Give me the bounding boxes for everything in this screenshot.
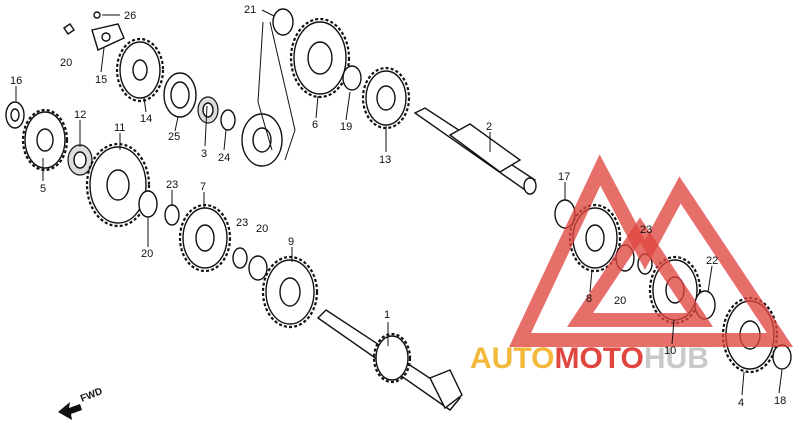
circlip-23-b xyxy=(232,247,248,269)
washer-19 xyxy=(342,65,362,91)
callout-20-top: 20 xyxy=(60,57,72,69)
callout-22: 22 xyxy=(706,255,718,267)
fixing-plate-15 xyxy=(91,23,125,51)
callout-6-top: 6 xyxy=(312,119,318,131)
gear-7 xyxy=(178,203,232,273)
callout-13: 13 xyxy=(379,154,391,166)
watermark-logo: AUTOMOTOHUB xyxy=(470,154,794,375)
washer-21 xyxy=(272,8,294,36)
sprocket-14 xyxy=(115,37,165,103)
watermark-auto: AUTO xyxy=(470,342,554,375)
callout-5: 5 xyxy=(40,183,46,195)
fwd-indicator: FWD xyxy=(58,386,104,420)
gear-13 xyxy=(361,66,411,130)
callout-8: 8 xyxy=(586,293,592,305)
callout-12: 12 xyxy=(74,109,86,121)
bearing-3 xyxy=(197,96,219,124)
bolt-20-top xyxy=(63,23,75,35)
callout-9: 9 xyxy=(288,236,294,248)
gear-5-left xyxy=(21,108,69,172)
callout-20-mid: 20 xyxy=(141,248,153,260)
oil-seal-25 xyxy=(163,72,197,118)
bracket-group-21 xyxy=(257,21,296,161)
callout-26: 26 xyxy=(124,10,136,22)
callout-18: 18 xyxy=(774,395,786,407)
watermark-text: AUTOMOTOHUB xyxy=(470,342,709,375)
callout-23-b: 23 xyxy=(236,217,248,229)
washer-18 xyxy=(772,344,792,370)
callout-labels-extra: 20 23 20 20 23 xyxy=(60,57,652,307)
mainshaft-1 xyxy=(316,309,463,411)
callout-16: 16 xyxy=(10,75,22,87)
watermark-triangle-outer xyxy=(508,154,794,347)
callout-19: 19 xyxy=(340,121,352,133)
callout-3: 3 xyxy=(201,148,207,160)
washer-20-a xyxy=(138,190,158,218)
gear-8 xyxy=(568,203,622,273)
circlip-24 xyxy=(220,109,236,131)
gear-9 xyxy=(261,255,319,329)
callout-4: 4 xyxy=(738,397,744,409)
callout-17: 17 xyxy=(558,171,570,183)
watermark-triangle-inner xyxy=(566,217,714,327)
countershaft-2 xyxy=(413,107,537,195)
callout-20-right: 20 xyxy=(614,295,626,307)
callout-10: 10 xyxy=(664,345,676,357)
watermark-moto: MOTO xyxy=(554,342,643,375)
callout-labels: 1 2 3 4 5 6 7 8 9 10 11 12 13 14 15 16 1… xyxy=(10,4,786,409)
callout-25: 25 xyxy=(168,131,180,143)
callout-24: 24 xyxy=(218,152,230,164)
callout-14: 14 xyxy=(140,113,152,125)
bolt-26 xyxy=(93,11,101,19)
watermark-hub: HUB xyxy=(644,342,709,375)
bearing-gear-center xyxy=(241,113,283,167)
gear-6-top xyxy=(289,17,351,99)
leader-lines xyxy=(15,9,783,396)
callout-7: 7 xyxy=(200,181,206,193)
fwd-arrow-icon xyxy=(58,402,82,420)
gear-11 xyxy=(85,142,151,228)
callout-21: 21 xyxy=(244,4,256,16)
callout-11: 11 xyxy=(114,122,125,134)
callout-20-b: 20 xyxy=(256,223,268,235)
callout-2: 2 xyxy=(486,121,492,133)
circlip-23-a xyxy=(164,204,180,226)
fwd-label: FWD xyxy=(79,386,104,405)
washer-20-b xyxy=(248,255,268,281)
bushing-12 xyxy=(67,144,93,176)
callout-15: 15 xyxy=(95,74,107,86)
callout-1: 1 xyxy=(384,309,390,321)
callout-23-mid: 23 xyxy=(166,179,178,191)
callout-23-right: 23 xyxy=(640,224,652,236)
